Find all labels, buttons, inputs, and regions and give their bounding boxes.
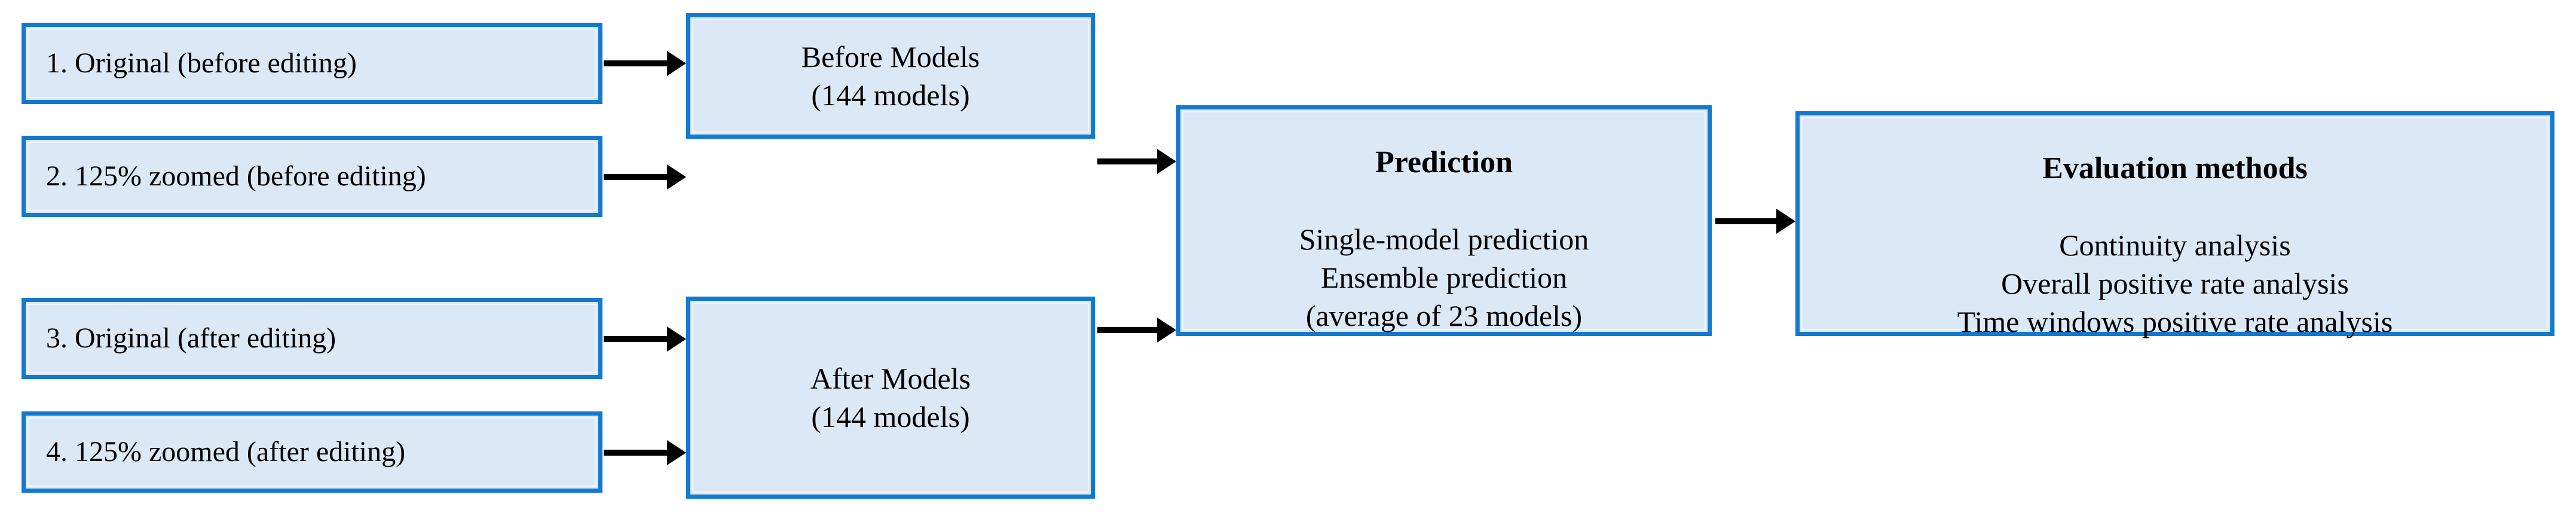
- arrow-zoomed-after-to-after-models: [604, 450, 668, 456]
- prediction-item-list: Single-model prediction Ensemble predict…: [1299, 220, 1589, 335]
- model-box-after-models[interactable]: After Models (144 models): [686, 297, 1095, 499]
- evaluation-title: Evaluation methods: [2042, 151, 2308, 185]
- arrow-before-models-to-prediction: [1097, 158, 1158, 164]
- evaluation-item-list: Continuity analysis Overall positive rat…: [1957, 226, 2393, 341]
- arrow-after-models-to-prediction: [1097, 327, 1158, 333]
- evaluation-item: Overall positive rate analysis: [2001, 266, 2349, 300]
- input-box-zoomed-before[interactable]: 2. 125% zoomed (before editing): [22, 136, 602, 217]
- arrow-original-before-to-before-models: [604, 60, 668, 66]
- arrow-prediction-to-evaluation: [1715, 218, 1777, 224]
- arrow-original-after-to-after-models: [604, 336, 668, 342]
- input-label: 1. Original (before editing): [46, 47, 357, 80]
- prediction-item: Ensemble prediction: [1320, 260, 1568, 294]
- input-box-original-before[interactable]: 1. Original (before editing): [22, 23, 602, 104]
- prediction-item: (average of 23 models): [1305, 298, 1583, 332]
- stage-box-evaluation[interactable]: Evaluation methods Continuity analysis O…: [1795, 111, 2554, 338]
- prediction-item: Single-model prediction: [1299, 222, 1589, 256]
- input-label: 4. 125% zoomed (after editing): [46, 436, 406, 468]
- input-label: 3. Original (after editing): [46, 322, 336, 355]
- prediction-title: Prediction: [1375, 145, 1513, 179]
- model-count: (144 models): [811, 78, 970, 112]
- model-title: After Models: [810, 362, 971, 395]
- evaluation-item: Continuity analysis: [2059, 228, 2291, 262]
- input-box-original-after[interactable]: 3. Original (after editing): [22, 298, 602, 379]
- model-box-before-models[interactable]: Before Models (144 models): [686, 13, 1095, 139]
- stage-box-prediction[interactable]: Prediction Single-model prediction Ensem…: [1176, 105, 1712, 336]
- evaluation-item: Time windows positive rate analysis: [1957, 304, 2393, 338]
- input-label: 2. 125% zoomed (before editing): [46, 160, 426, 193]
- arrow-zoomed-before-to-before-models: [604, 174, 668, 180]
- model-count: (144 models): [811, 400, 970, 434]
- input-box-zoomed-after[interactable]: 4. 125% zoomed (after editing): [22, 411, 602, 493]
- model-title: Before Models: [801, 40, 980, 74]
